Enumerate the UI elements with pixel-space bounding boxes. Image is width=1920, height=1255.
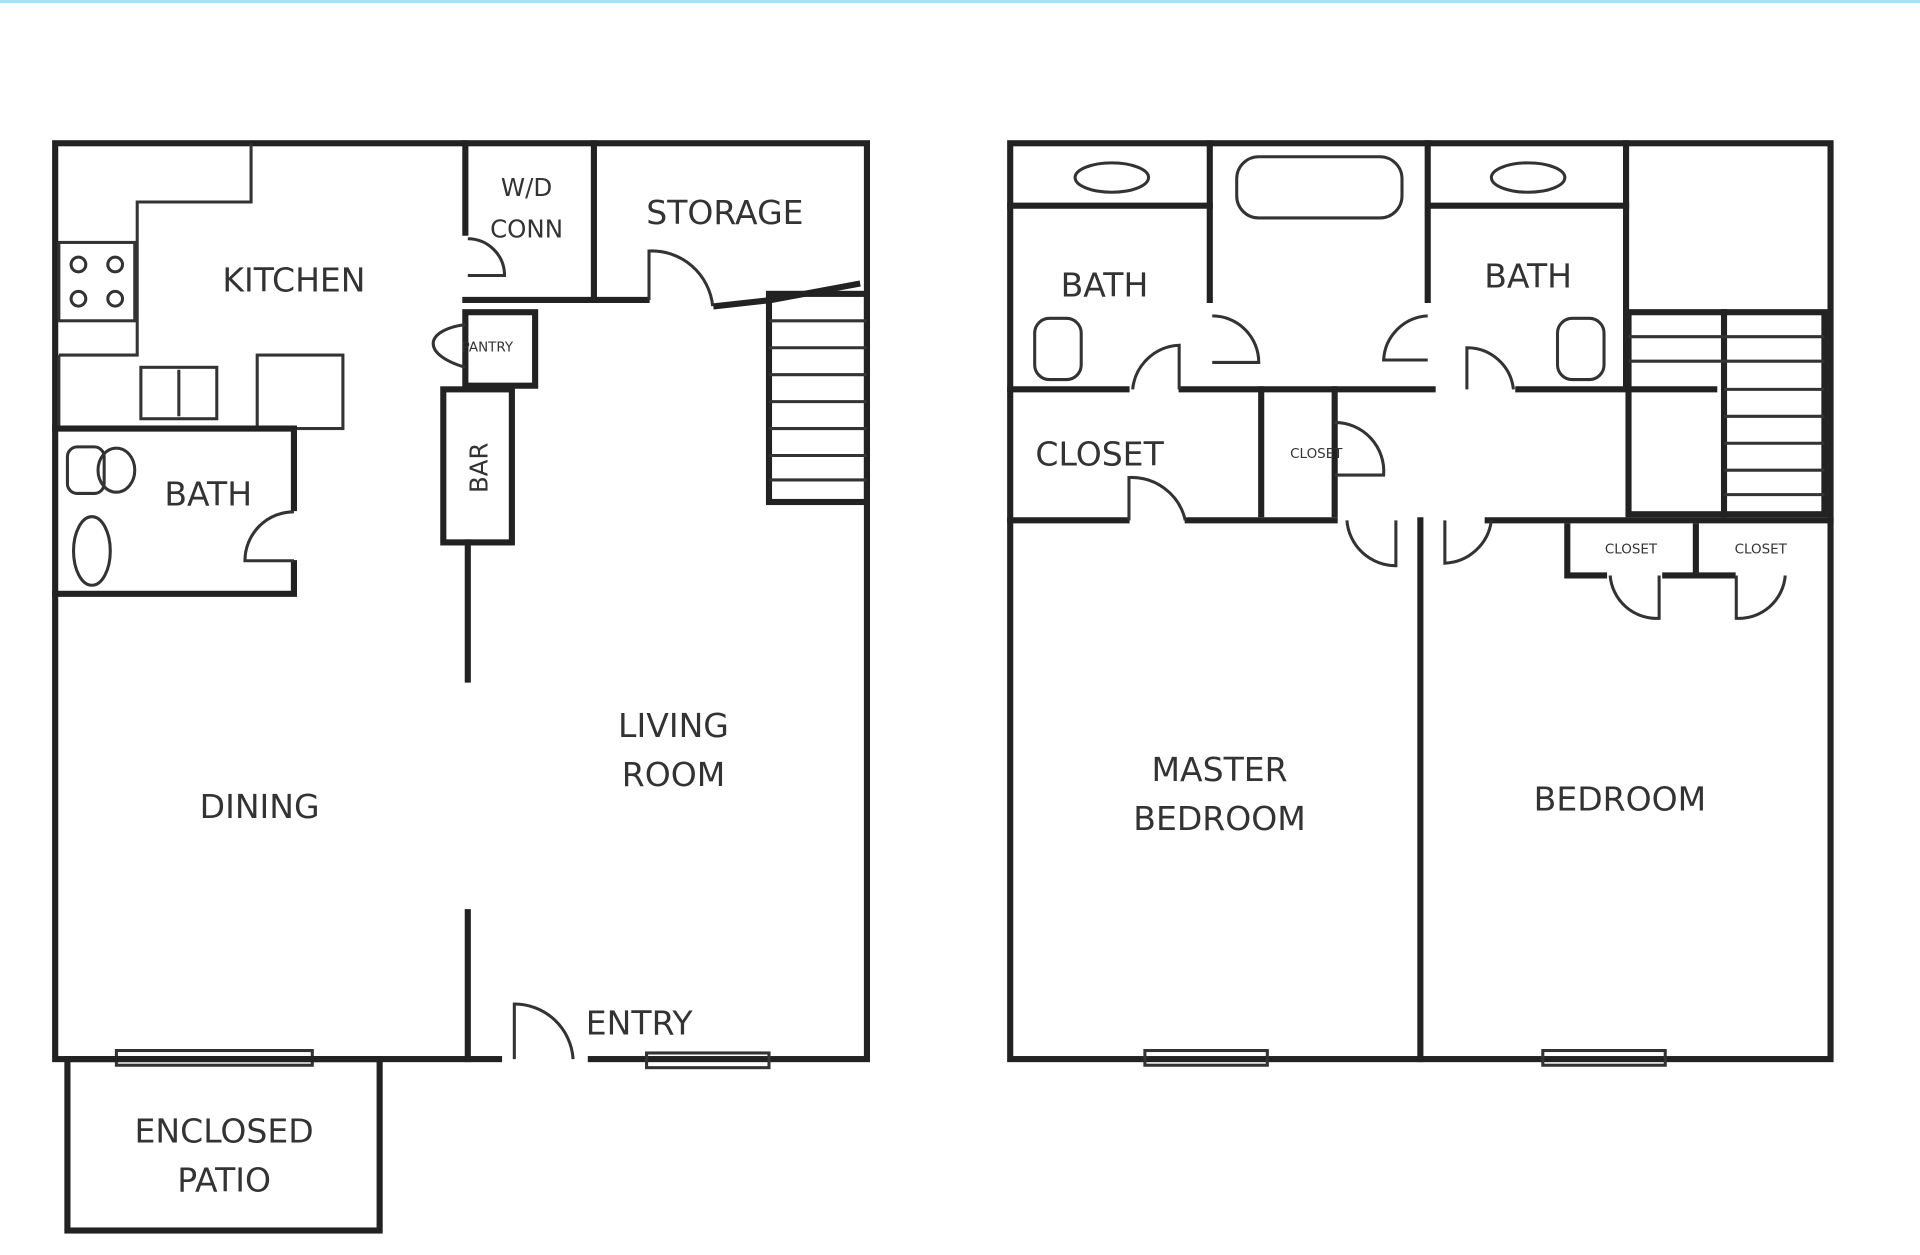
room-label-bath: BATH	[164, 475, 252, 514]
room-label-storage: STORAGE	[646, 193, 803, 232]
room-label-closet-b: CLOSET	[1735, 542, 1788, 557]
room-label-kitchen: KITCHEN	[222, 260, 365, 299]
room-label-master: MASTER	[1152, 750, 1288, 789]
room-label-bath-left: BATH	[1061, 265, 1149, 304]
room-label-master-bedroom: BEDROOM	[1133, 799, 1306, 838]
sink-icon	[1489, 161, 1567, 194]
room-label-living: LIVING	[618, 706, 729, 745]
first-floor-plan: KITCHEN W/D CONN STORAGE PANTRY BAR BATH…	[52, 140, 871, 1234]
bathtub-icon	[1235, 155, 1404, 220]
room-label-dining: DINING	[200, 787, 320, 826]
toilet-icon	[1555, 316, 1606, 382]
toilet-icon	[1033, 316, 1083, 382]
room-label-wd-conn: CONN	[490, 215, 563, 244]
room-label-closet-hall: CLOSET	[1290, 447, 1343, 462]
fridge-icon	[255, 353, 345, 431]
stairs-icon	[765, 290, 871, 506]
room-label-entry: ENTRY	[586, 1004, 694, 1043]
bathtub-icon	[72, 515, 112, 587]
room-label-living-room: ROOM	[622, 755, 726, 794]
window-icon	[645, 1051, 771, 1070]
toilet-icon	[65, 445, 106, 495]
second-floor-plan: BATH BATH CLOSET CLOSET CLOSET CLOSET MA…	[1007, 140, 1834, 1067]
room-label-bedroom: BEDROOM	[1534, 780, 1707, 819]
window-icon	[1143, 1048, 1269, 1067]
room-label-pantry: PANTRY	[462, 340, 514, 355]
room-label-wd: W/D	[501, 173, 552, 202]
room-label-bath-right: BATH	[1484, 257, 1572, 296]
top-accent-bar	[0, 0, 1920, 3]
window-icon	[1541, 1048, 1667, 1067]
room-label-bar: BAR	[464, 442, 493, 493]
room-label-enclosed: ENCLOSED	[135, 1111, 314, 1150]
room-label-patio: PATIO	[177, 1160, 271, 1199]
room-label-closet: CLOSET	[1035, 434, 1164, 473]
sink-icon	[1073, 161, 1151, 194]
stove-icon	[57, 240, 137, 323]
room-label-closet-a: CLOSET	[1605, 542, 1658, 557]
sink-icon	[139, 365, 219, 421]
